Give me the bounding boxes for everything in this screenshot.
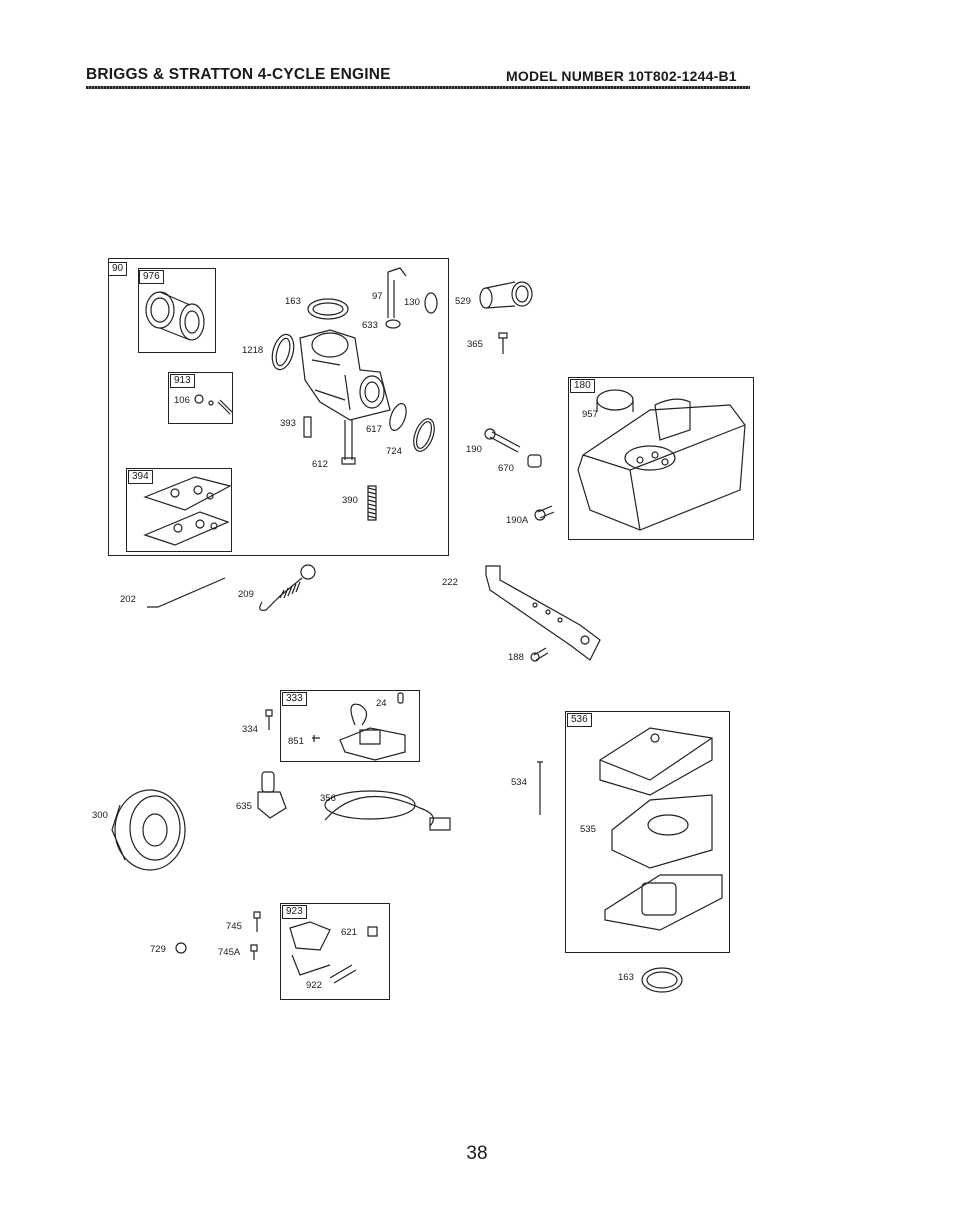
part-209-spring bbox=[260, 578, 302, 610]
part-745-screw bbox=[254, 912, 260, 932]
part-390-spring bbox=[368, 488, 376, 518]
label-535: 535 bbox=[580, 824, 596, 835]
part-188-bolt bbox=[534, 648, 548, 660]
part-534-rod bbox=[537, 762, 543, 815]
kit-box-536 bbox=[565, 711, 730, 953]
kit-box-394 bbox=[126, 468, 232, 552]
part-163b-gasket bbox=[642, 968, 682, 992]
label-635: 635 bbox=[236, 801, 252, 812]
part-724-ring bbox=[410, 416, 439, 454]
part-635-boot bbox=[258, 772, 286, 818]
kit-tag-923: 923 bbox=[282, 905, 307, 919]
part-633-washer bbox=[386, 320, 400, 328]
label-190a: 190A bbox=[506, 515, 529, 526]
kit-tag-536: 536 bbox=[567, 713, 592, 727]
label-106: 106 bbox=[174, 395, 190, 406]
kit-tag-913: 913 bbox=[170, 374, 195, 388]
part-190-screw bbox=[490, 432, 520, 452]
kit-box-976 bbox=[138, 268, 216, 353]
kit-tag-90: 90 bbox=[108, 262, 128, 276]
part-334-screw bbox=[266, 710, 272, 730]
label-334: 334 bbox=[242, 724, 258, 735]
label-365: 365 bbox=[467, 339, 483, 350]
carburetor-drawing bbox=[300, 330, 390, 464]
part-976-drawing bbox=[146, 292, 204, 340]
label-188: 188 bbox=[508, 652, 524, 663]
label-617: 617 bbox=[366, 424, 382, 435]
label-612: 612 bbox=[312, 459, 328, 470]
part-1218-oring bbox=[269, 332, 298, 372]
fuel-tank-drawing bbox=[578, 390, 745, 530]
kit-box-90 bbox=[108, 258, 449, 556]
header-rule bbox=[86, 86, 750, 89]
label-745a: 745A bbox=[218, 947, 241, 958]
label-190: 190 bbox=[466, 444, 482, 455]
part-670-sleeve bbox=[528, 455, 541, 467]
part-97-lever bbox=[388, 268, 406, 318]
label-957: 957 bbox=[582, 409, 598, 420]
page-title: BRIGGS & STRATTON 4-CYCLE ENGINE bbox=[86, 66, 391, 83]
kit-tag-394: 394 bbox=[128, 470, 153, 484]
label-670: 670 bbox=[498, 463, 514, 474]
label-534: 534 bbox=[511, 777, 527, 788]
part-393-pin bbox=[304, 417, 311, 437]
label-130: 130 bbox=[404, 297, 420, 308]
label-24: 24 bbox=[376, 698, 387, 709]
label-393: 393 bbox=[280, 418, 296, 429]
model-number: MODEL NUMBER 10T802-1244-B1 bbox=[506, 68, 737, 84]
label-529: 529 bbox=[455, 296, 471, 307]
part-202-rod bbox=[147, 578, 225, 607]
label-724: 724 bbox=[386, 446, 402, 457]
part-130-disc bbox=[425, 293, 437, 313]
part-617-ring bbox=[387, 401, 410, 432]
part-745a-screw bbox=[251, 945, 257, 960]
part-300-muffler bbox=[112, 790, 185, 870]
label-300: 300 bbox=[92, 810, 108, 821]
ignition-drawing bbox=[312, 693, 405, 760]
label-163b: 163 bbox=[618, 972, 634, 983]
label-356: 356 bbox=[320, 793, 336, 804]
part-394-gaskets bbox=[145, 477, 230, 545]
kit-box-913 bbox=[168, 372, 233, 424]
label-222: 222 bbox=[442, 577, 458, 588]
part-365-screw bbox=[499, 333, 507, 354]
part-356-wire bbox=[325, 796, 433, 826]
kit-box-333 bbox=[280, 690, 420, 762]
label-745: 745 bbox=[226, 921, 242, 932]
page-number: 38 bbox=[466, 1143, 488, 1164]
label-1218: 1218 bbox=[242, 345, 264, 356]
label-922: 922 bbox=[306, 980, 322, 991]
label-209: 209 bbox=[238, 589, 254, 600]
part-529-elbow bbox=[480, 282, 532, 308]
part-163-gasket bbox=[308, 299, 348, 319]
label-621: 621 bbox=[341, 927, 357, 938]
label-202: 202 bbox=[120, 594, 136, 605]
governor-drawing bbox=[290, 922, 377, 983]
kit-box-923 bbox=[280, 903, 390, 1000]
label-633: 633 bbox=[362, 320, 378, 331]
label-97: 97 bbox=[372, 291, 383, 302]
part-729-nut bbox=[176, 943, 186, 953]
part-190a-bolt bbox=[538, 506, 554, 518]
air-cleaner-drawing bbox=[600, 728, 722, 930]
label-729: 729 bbox=[150, 944, 166, 955]
kit-box-180 bbox=[568, 377, 754, 540]
label-163: 163 bbox=[285, 296, 301, 307]
kit-tag-180: 180 bbox=[570, 379, 595, 393]
part-222-bracket bbox=[486, 566, 600, 660]
kit-tag-333: 333 bbox=[282, 692, 307, 706]
label-390: 390 bbox=[342, 495, 358, 506]
kit-tag-976: 976 bbox=[139, 270, 164, 284]
label-851: 851 bbox=[288, 736, 304, 747]
